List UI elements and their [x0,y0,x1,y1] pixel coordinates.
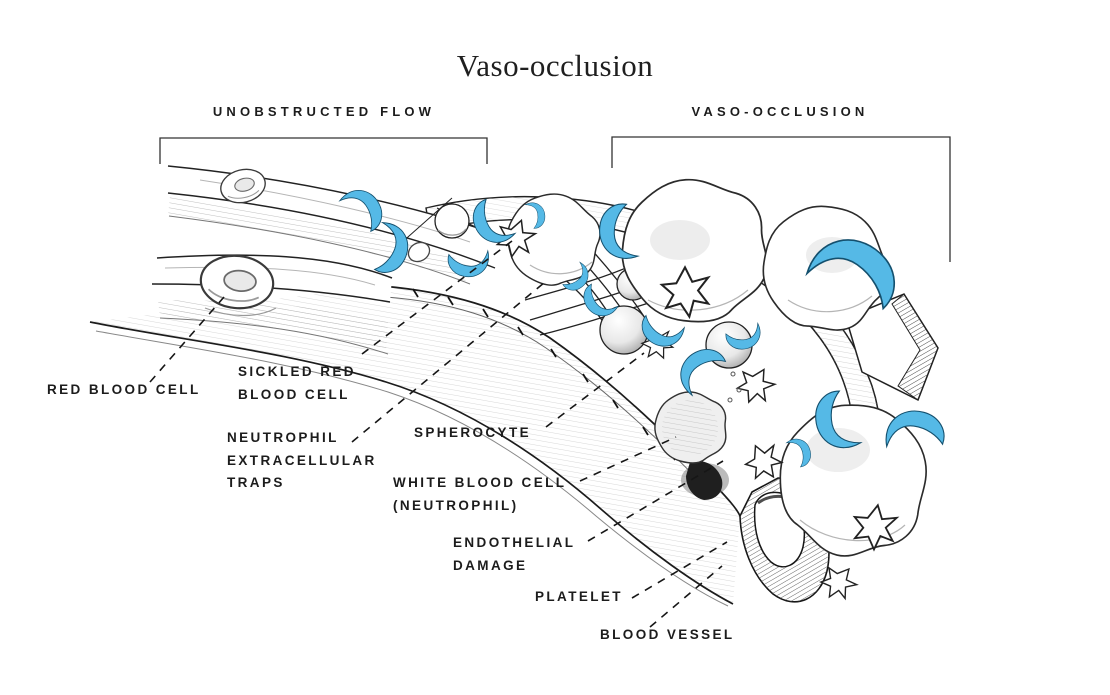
label-blood-vessel: BLOOD VESSEL [600,627,735,642]
bracket-vaso-occlusion [611,136,951,262]
label-endothelial-damage: ENDOTHELIAL DAMAGE [453,535,576,573]
leader-blood-vessel [649,565,723,628]
vessel-cut-slab [845,293,939,402]
leader-sickled-red-blood-cell [361,240,513,355]
label-spherocyte: SPHEROCYTE [414,425,532,440]
white-blood-cells [496,169,912,356]
label-platelet: PLATELET [535,589,623,604]
leader-red-blood-cell [149,296,225,383]
section-brackets [159,136,951,262]
white-blood-cell-bottom [761,387,945,570]
page-title: Vaso-occlusion [456,48,654,83]
label-sickled-red-blood-cell: SICKLED RED BLOOD CELL [238,364,356,402]
leader-lines [149,240,728,628]
section-label-unobstructed-flow: UNOBSTRUCTED FLOW [212,104,436,119]
label-neutrophil-extracellular-traps: NEUTROPHIL EXTRACELLULAR TRAPS [227,430,377,490]
leader-platelet [631,541,728,599]
leader-white-blood-cell [579,436,677,482]
leader-neutrophil-extracellular-traps [351,281,546,443]
spherocytes [434,203,753,369]
leader-spherocyte [545,352,645,428]
leader-endothelial-damage [587,460,724,542]
cell-specks [727,371,742,403]
bracket-unobstructed-flow [159,137,488,164]
white-blood-cell-inside [654,391,727,464]
label-white-blood-cell: WHITE BLOOD CELL (NEUTROPHIL) [393,475,567,513]
label-red-blood-cell: RED BLOOD CELL [47,382,201,397]
section-label-vaso-occlusion: VASO-OCCLUSION [691,104,869,119]
endothelial-damage-area [681,460,729,500]
